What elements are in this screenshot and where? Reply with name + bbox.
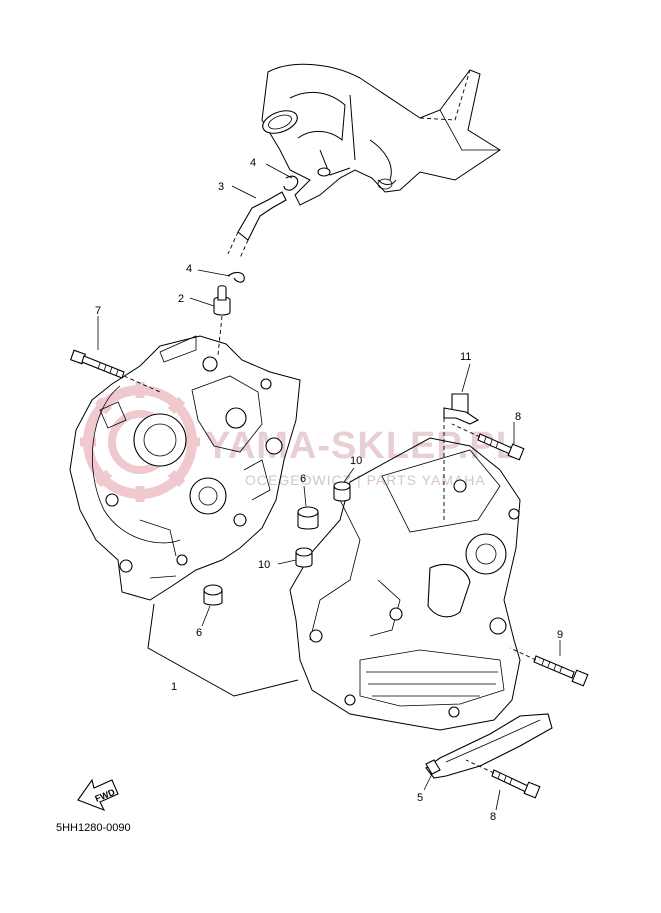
callouts: 4 3 4 2 7 11 8 10 6 10 6 9 1 5 8 — [95, 157, 563, 823]
right-crankcase-half — [289, 437, 521, 731]
callout-6-upper: 6 — [300, 473, 306, 485]
callout-8-upper: 8 — [515, 411, 521, 423]
dowel-pin-6-upper — [297, 506, 319, 530]
callout-11: 11 — [460, 351, 471, 363]
bolt-8-upper — [451, 423, 525, 461]
leader-lines — [97, 163, 561, 811]
callout-10-lower: 10 — [258, 559, 270, 571]
cable-guide-5 — [425, 713, 553, 779]
bracket-11 — [443, 393, 480, 520]
callout-6-lower: 6 — [196, 627, 202, 639]
bolt-8-lower — [465, 759, 541, 799]
left-crankcase-half — [69, 335, 301, 601]
watermark-brand: YAMA-SKLEP.PL — [205, 425, 520, 467]
callout-3: 3 — [218, 181, 224, 193]
callout-9: 9 — [557, 629, 563, 641]
callout-5: 5 — [417, 792, 423, 804]
bolt-9 — [509, 647, 589, 687]
fwd-arrow-icon: FWD — [77, 778, 119, 812]
callout-1: 1 — [171, 681, 177, 693]
callout-7: 7 — [95, 305, 101, 317]
callout-4-upper: 4 — [250, 157, 256, 169]
diagram-code: 5HH1280-0090 — [56, 822, 131, 834]
breather-hose — [237, 191, 287, 241]
dowel-pins — [203, 481, 351, 606]
callout-2: 2 — [178, 293, 184, 305]
watermark: YAMA-SKLEP.PL OCEGEOWICZ | PARTS YAMAHA — [80, 382, 520, 502]
dowel-pin-10-lower — [295, 547, 313, 568]
gear-logo-icon — [80, 382, 200, 502]
intake-manifold-fragment — [261, 63, 501, 206]
dowel-pin-6-lower — [203, 584, 223, 606]
watermark-tagline: OCEGEOWICZ | PARTS YAMAHA — [245, 472, 486, 488]
hose-clip-lower — [227, 271, 245, 283]
callout-4-lower: 4 — [186, 263, 192, 275]
callout-8-lower: 8 — [490, 811, 496, 823]
callout-10-upper: 10 — [350, 455, 362, 467]
dowel-pin-10-upper — [333, 481, 351, 502]
bolt-7 — [69, 349, 161, 393]
hose-clip-upper — [283, 175, 299, 191]
breather-hose-assembly — [213, 175, 299, 356]
